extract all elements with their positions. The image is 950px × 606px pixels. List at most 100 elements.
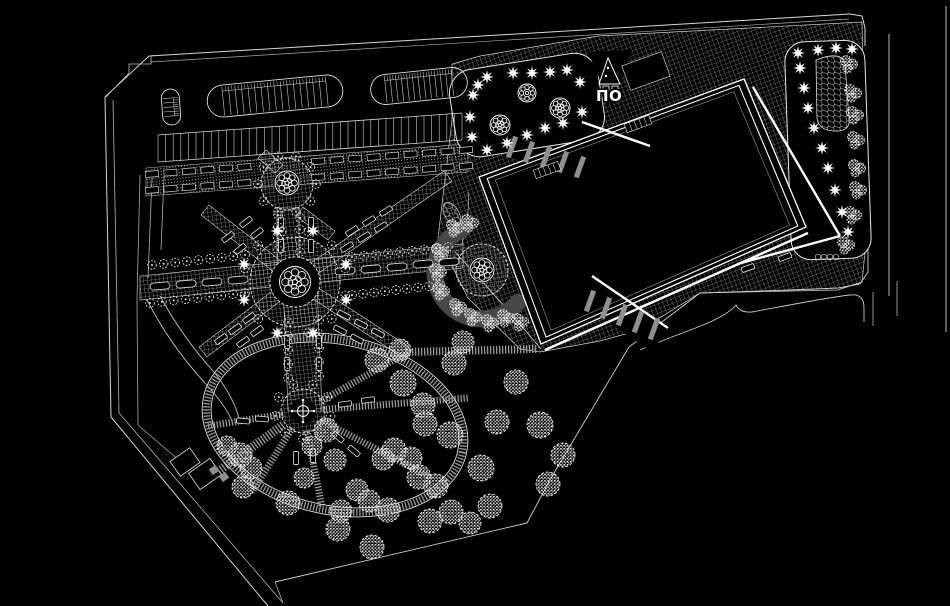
tree-icon — [359, 534, 385, 560]
tree-crown — [407, 245, 417, 256]
tree-crown-inner — [535, 420, 545, 430]
shrub-star-icon — [465, 130, 479, 144]
tree-icon — [231, 475, 255, 499]
shrub-star-icon — [500, 136, 514, 150]
bush-crown — [850, 167, 861, 178]
tree-crown — [295, 213, 305, 223]
bench — [362, 215, 376, 227]
small-tree-icon — [228, 289, 238, 300]
flower-petal — [287, 279, 294, 286]
crosswalk-bar — [505, 135, 519, 159]
flower-petal — [290, 287, 300, 296]
avenue-planter — [438, 257, 460, 267]
tree-trunk — [373, 291, 375, 294]
planter-box — [348, 154, 363, 163]
tree-trunk — [162, 262, 165, 265]
tree-trunk — [315, 183, 317, 185]
tree-crown — [157, 297, 167, 307]
tree-trunk — [197, 259, 200, 261]
tree-crown — [231, 475, 255, 499]
bush-cluster-icon — [497, 309, 515, 328]
bench — [354, 318, 368, 330]
tree-icon — [216, 435, 238, 457]
tree-trunk — [257, 244, 260, 247]
shrub-star-icon — [237, 257, 251, 271]
tree-crown — [168, 295, 179, 306]
tree-trunk — [362, 292, 364, 295]
building-outer-wall — [478, 78, 807, 345]
tree-crown — [305, 162, 316, 172]
bush-cluster-icon — [844, 84, 862, 103]
small-tree-icon — [371, 249, 381, 260]
small-tree-icon — [258, 162, 269, 172]
shrub-star-icon — [801, 101, 815, 115]
tree-crown-inner — [425, 516, 435, 526]
small-tree-icon — [273, 206, 283, 217]
tree-trunk — [232, 255, 235, 258]
bench — [379, 205, 393, 217]
tree-icon — [526, 411, 554, 439]
shrub-star-icon — [573, 75, 587, 89]
tree-crown — [458, 511, 482, 535]
small-tree-icon — [383, 248, 393, 258]
parking-island-outline — [370, 67, 468, 105]
planter-box — [366, 169, 381, 177]
bench — [233, 243, 247, 255]
tree-crown-inner — [336, 506, 346, 516]
flower-petal — [297, 271, 306, 280]
small-tree-icon — [216, 252, 227, 263]
tree-icon — [406, 464, 432, 490]
parking-island-outline — [206, 74, 344, 118]
gate-tower-outline — [598, 56, 621, 85]
bench — [250, 325, 264, 337]
stairs-icon — [623, 114, 653, 134]
tree-trunk — [423, 248, 425, 251]
tree-crown — [253, 179, 263, 189]
tree-crown — [369, 287, 379, 298]
parking-stall-line — [406, 73, 410, 101]
crosswalk-bar — [573, 155, 587, 179]
flower-petal — [287, 178, 292, 183]
tree-crown-inner — [352, 485, 362, 495]
tree-icon — [275, 490, 301, 516]
small-tree-icon — [270, 411, 281, 421]
tree-trunk — [184, 298, 187, 301]
tree-crown — [193, 255, 204, 265]
tree-crown — [291, 151, 301, 162]
flower-petal — [561, 100, 568, 107]
tree-trunk — [257, 183, 259, 185]
shrub-star-icon — [506, 66, 520, 80]
entrance-building — [169, 447, 201, 477]
tree-crown-inner — [406, 453, 416, 463]
tree-crown-inner — [246, 463, 256, 473]
plaza-circle-edge — [280, 388, 326, 434]
tree-icon — [313, 417, 339, 443]
planter-box — [200, 181, 215, 190]
tree-icon — [329, 499, 353, 523]
gate-structure — [598, 56, 621, 91]
flower-petal — [476, 268, 481, 273]
tree-trunk — [160, 300, 163, 303]
tree-crown — [359, 250, 369, 261]
tree-crown — [275, 490, 301, 516]
tree-icon — [503, 369, 529, 395]
tree-icon — [417, 508, 443, 534]
promenade-planters — [144, 146, 474, 194]
flower-center — [479, 267, 485, 273]
bush-cluster-icon — [849, 181, 867, 200]
flower-outer — [517, 83, 537, 103]
small-tree-icon — [291, 151, 301, 162]
compass-tick — [312, 409, 316, 413]
tree-trunk — [387, 252, 389, 255]
tree-crown — [526, 411, 554, 439]
tree-crown-inner — [367, 542, 377, 552]
tree-crown — [288, 379, 299, 390]
tree-trunk — [417, 286, 419, 289]
tree-crown — [314, 371, 324, 381]
tree-crown-inner — [372, 355, 382, 365]
tree-crown — [391, 285, 401, 295]
parking-stall-line — [389, 75, 393, 103]
tree-trunk — [299, 228, 301, 231]
flower-center — [557, 105, 563, 111]
compass-tick — [301, 420, 305, 424]
